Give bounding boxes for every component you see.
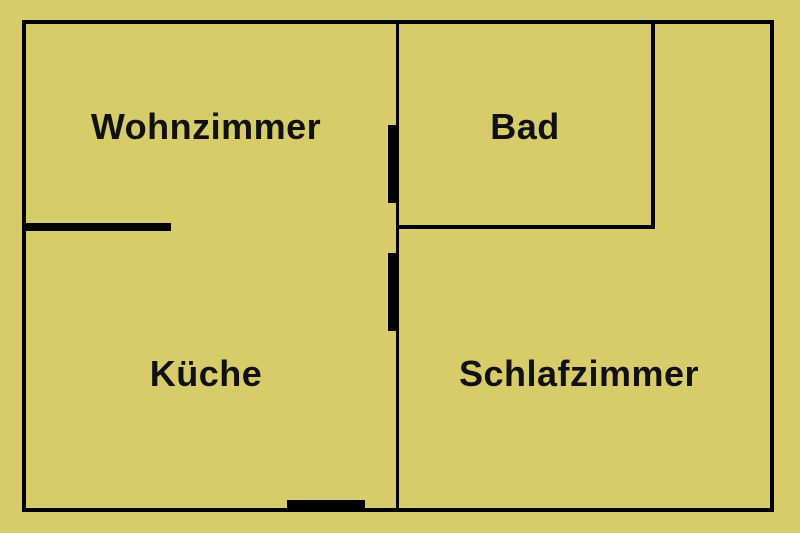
room-label-kitchen: Küche (149, 353, 263, 394)
outer-wall-left (22, 20, 26, 512)
door-marker-bottom (287, 500, 365, 510)
bathroom-right-wall (651, 20, 655, 229)
outer-wall-right (770, 20, 774, 512)
room-label-bedroom: Schlafzimmer (458, 353, 700, 394)
door-marker-upper (388, 125, 396, 203)
living-kitchen-partial-wall (22, 223, 171, 231)
room-label-living-room: Wohnzimmer (90, 106, 322, 147)
central-divider-wall (396, 20, 399, 512)
door-marker-lower (388, 253, 396, 331)
room-label-bathroom: Bad (490, 106, 560, 147)
bathroom-bottom-wall (396, 225, 655, 229)
